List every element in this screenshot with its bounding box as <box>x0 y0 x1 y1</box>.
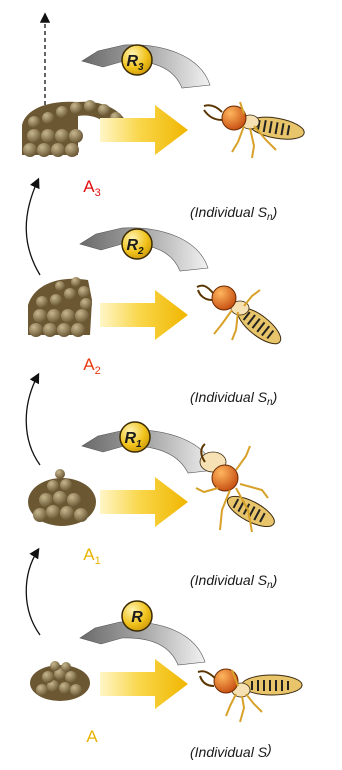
response-label: R <box>131 609 143 626</box>
stage-label: A2 <box>83 355 100 377</box>
stimulus-arrow-icon <box>100 659 188 709</box>
stage-label: A <box>86 727 98 746</box>
termite-icon <box>197 286 286 350</box>
stage-label: A1 <box>83 545 100 567</box>
mud-pile-icon <box>28 277 92 337</box>
return-arrow-R: R <box>80 601 205 665</box>
stage-A3: R3 <box>22 45 306 223</box>
termite-icon <box>204 102 306 158</box>
return-arrow-R2: R2 <box>80 228 208 271</box>
stage-A: R <box>30 601 302 760</box>
stage-label: A3 <box>83 177 100 199</box>
stimulus-arrow-icon <box>100 477 188 527</box>
mud-pile-icon <box>30 661 90 701</box>
termite-icon <box>198 669 302 722</box>
individual-label: (Individual Sn) <box>190 389 277 408</box>
curved-arrow-icon <box>26 550 40 635</box>
individual-label: (Individual Sn) <box>190 204 277 223</box>
curved-arrow-icon <box>26 375 40 465</box>
return-arrow-R3: R3 <box>82 45 210 88</box>
individual-label: (Individual Sn) <box>190 572 277 591</box>
stimulus-arrow-icon <box>100 290 188 340</box>
stage-A1: R1 <box>28 422 279 591</box>
curved-arrow-icon <box>26 180 40 275</box>
stage-A2: R2 <box>28 228 286 408</box>
return-arrow-R1: R1 <box>82 422 215 473</box>
individual-label: (Individual S) <box>190 741 272 760</box>
mud-pile-icon <box>28 469 96 526</box>
termite-icon <box>196 444 279 532</box>
